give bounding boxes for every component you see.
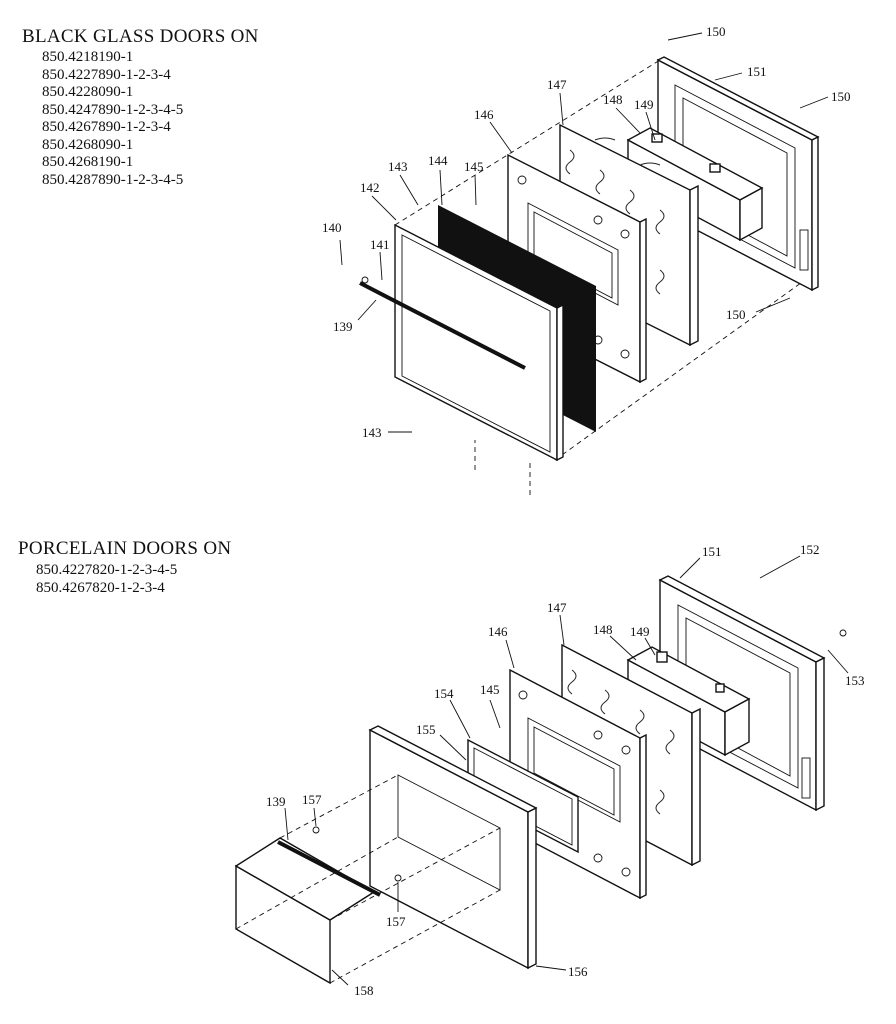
callout-label: 145 <box>464 159 484 174</box>
door-handle-139 <box>359 276 526 370</box>
model-number: 850.4267820-1-2-3-4 <box>36 579 165 596</box>
black-glass-model-list: 850.4218190-1 850.4227890-1-2-3-4 850.42… <box>42 49 183 189</box>
callout-label: 139 <box>266 794 286 809</box>
black-glass-door-assembly <box>339 32 829 495</box>
screw-157 <box>394 874 402 882</box>
callout-label: 150 <box>706 24 726 39</box>
screw-153 <box>839 629 847 637</box>
callout-label: 149 <box>630 624 650 639</box>
model-number: 850.4287890-1-2-3-4-5 <box>42 171 184 188</box>
model-number: 850.4228090-1 <box>42 84 134 100</box>
black-glass-heading: BLACK GLASS DOORS ON <box>22 26 259 47</box>
alignment-line <box>394 59 661 226</box>
callout-label: 149 <box>634 97 654 112</box>
model-number: 850.4227820-1-2-3-4-5 <box>36 562 178 578</box>
model-number: 850.4268190-1 <box>42 154 134 170</box>
callout-label: 145 <box>480 682 500 697</box>
porcelain-door-front-156 <box>368 725 538 970</box>
callout-label: 153 <box>845 673 865 688</box>
black-glass-callouts: 150 151 150 147 148 149 146 144 143 145 … <box>322 24 851 440</box>
porcelain-callouts: 151 152 147 148 149 153 146 154 145 155 … <box>266 542 865 998</box>
callout-label: 150 <box>831 89 851 104</box>
callout-label: 157 <box>302 792 322 807</box>
porcelain-model-list: 850.4227820-1-2-3-4-5 850.4267820-1-2-3-… <box>36 562 177 597</box>
door-handle-139 <box>277 840 381 897</box>
model-number: 850.4267890-1-2-3-4 <box>42 119 171 135</box>
callout-label: 139 <box>333 319 353 334</box>
model-number: 850.4218190-1 <box>42 49 134 65</box>
callout-label: 152 <box>800 542 820 557</box>
inner-door-panel-146 <box>509 668 647 900</box>
model-number: 850.4268090-1 <box>42 136 134 153</box>
callout-label: 154 <box>434 686 454 701</box>
porcelain-door-assembly <box>234 555 849 986</box>
callout-label: 144 <box>428 153 448 168</box>
callout-label: 140 <box>322 220 342 235</box>
alignment-line <box>554 279 806 461</box>
callout-label: 150 <box>726 307 746 322</box>
callout-label: 141 <box>370 237 390 252</box>
porcelain-heading: PORCELAIN DOORS ON <box>18 538 232 559</box>
screw-157 <box>312 826 320 834</box>
callout-label: 143 <box>388 159 408 174</box>
callout-label: 155 <box>416 722 436 737</box>
callout-label: 146 <box>474 107 494 122</box>
callout-label: 156 <box>568 964 588 979</box>
model-number: 850.4227890-1-2-3-4 <box>42 66 171 83</box>
callout-label: 142 <box>360 180 380 195</box>
callout-label: 148 <box>603 92 623 107</box>
callout-label: 147 <box>547 77 567 92</box>
callout-label: 151 <box>702 544 722 559</box>
callout-label: 158 <box>354 983 374 998</box>
callout-label: 151 <box>747 64 767 79</box>
callout-label: 147 <box>547 600 567 615</box>
callout-label: 143 <box>362 425 382 440</box>
callout-label: 146 <box>488 624 508 639</box>
callout-label: 148 <box>593 622 613 637</box>
model-number: 850.4247890-1-2-3-4-5 <box>42 101 184 118</box>
callout-label: 157 <box>386 914 406 929</box>
